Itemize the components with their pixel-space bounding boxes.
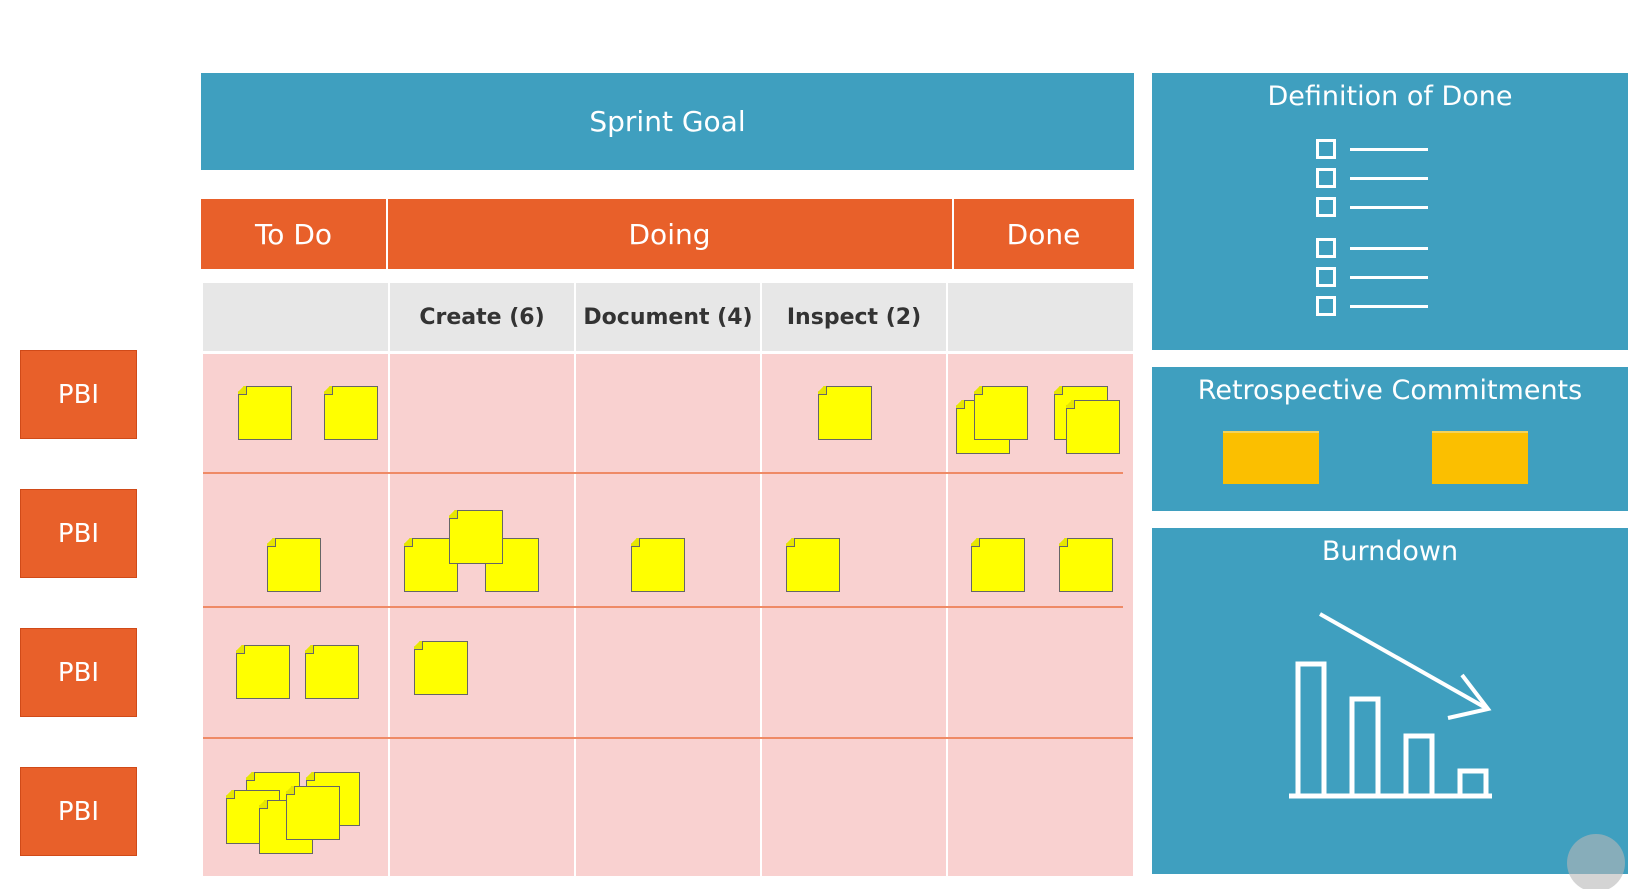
- checkbox-icon: [1316, 139, 1336, 159]
- pbi-label: PBI: [57, 657, 100, 688]
- checklist-item: [1316, 238, 1436, 258]
- definition-of-done-panel: Definition of Done: [1152, 73, 1628, 350]
- subheader-done: [948, 283, 1133, 351]
- checklist-item: [1316, 267, 1436, 287]
- play-button-icon[interactable]: [1567, 834, 1625, 889]
- subheader-create-label: Create (6): [419, 304, 545, 330]
- sticky-note[interactable]: [818, 386, 872, 440]
- commitment-card[interactable]: [1223, 431, 1319, 484]
- sticky-note[interactable]: [1059, 538, 1113, 592]
- pbi-label: PBI: [57, 518, 100, 549]
- burndown-title: Burndown: [1321, 536, 1459, 567]
- pbi-label: PBI: [57, 796, 100, 827]
- subheader-todo: [203, 283, 388, 351]
- pbi-label: PBI: [57, 379, 100, 410]
- column-header-done: Done: [953, 199, 1134, 269]
- board-row-line: [203, 737, 1133, 739]
- board-column-line: [946, 283, 948, 876]
- subheader-inspect-label: Inspect (2): [786, 304, 922, 330]
- retrospective-commitments-panel: Retrospective Commitments: [1152, 367, 1628, 511]
- sticky-note[interactable]: [786, 538, 840, 592]
- retrospective-commitments-title: Retrospective Commitments: [1197, 375, 1583, 406]
- checklist-item: [1316, 197, 1436, 217]
- board-column-line: [574, 283, 576, 876]
- sticky-note[interactable]: [974, 386, 1028, 440]
- board-row-line: [203, 472, 1123, 474]
- sticky-note[interactable]: [236, 645, 290, 699]
- sticky-note[interactable]: [971, 538, 1025, 592]
- sticky-note[interactable]: [324, 386, 378, 440]
- board-column-line: [760, 283, 762, 876]
- subheader-document: Document (4): [576, 283, 760, 351]
- column-divider: [952, 199, 954, 269]
- column-divider: [386, 199, 388, 269]
- checklist-item: [1316, 168, 1436, 188]
- sticky-note[interactable]: [631, 538, 685, 592]
- checkbox-icon: [1316, 238, 1336, 258]
- burndown-panel: Burndown: [1152, 528, 1628, 874]
- sticky-note[interactable]: [286, 786, 340, 840]
- sticky-note[interactable]: [414, 641, 468, 695]
- pbi-row-2[interactable]: PBI: [20, 489, 137, 578]
- pbi-row-3[interactable]: PBI: [20, 628, 137, 717]
- board-column-line: [388, 283, 390, 876]
- pbi-row-4[interactable]: PBI: [20, 767, 137, 856]
- checkbox-icon: [1316, 197, 1336, 217]
- sticky-note[interactable]: [485, 538, 539, 592]
- board-row-line: [203, 606, 1123, 608]
- column-header-todo-label: To Do: [254, 217, 333, 251]
- sticky-note[interactable]: [305, 645, 359, 699]
- pbi-row-1[interactable]: PBI: [20, 350, 137, 439]
- checkbox-icon: [1316, 168, 1336, 188]
- sprint-goal-banner: Sprint Goal: [201, 73, 1134, 170]
- column-header-todo: To Do: [201, 199, 386, 269]
- checkbox-icon: [1316, 267, 1336, 287]
- checklist-item: [1316, 139, 1436, 159]
- checklist-item: [1316, 296, 1436, 316]
- burndown-chart-icon: [1289, 612, 1492, 799]
- sticky-note[interactable]: [238, 386, 292, 440]
- sticky-note[interactable]: [449, 510, 503, 564]
- column-header-done-label: Done: [1006, 217, 1081, 251]
- column-header-doing-label: Doing: [628, 217, 711, 251]
- subheader-inspect: Inspect (2): [762, 283, 946, 351]
- subheader-create: Create (6): [390, 283, 574, 351]
- sticky-note[interactable]: [1066, 400, 1120, 454]
- subheader-document-label: Document (4): [583, 304, 753, 330]
- definition-of-done-title: Definition of Done: [1267, 81, 1513, 112]
- sticky-note[interactable]: [267, 538, 321, 592]
- sprint-goal-label: Sprint Goal: [589, 105, 746, 138]
- checkbox-icon: [1316, 296, 1336, 316]
- commitment-card[interactable]: [1432, 431, 1528, 484]
- column-header-doing: Doing: [386, 199, 953, 269]
